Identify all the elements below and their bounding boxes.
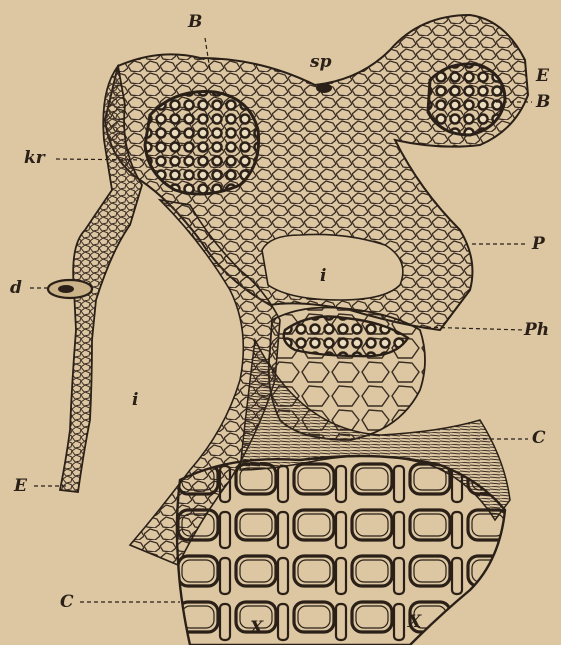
label-kr: kr (24, 150, 45, 167)
label-B-top: B (188, 14, 202, 31)
stoma (316, 83, 332, 93)
intercellular-space-center (262, 234, 403, 300)
label-E-right: E (536, 68, 549, 85)
label-d: d (10, 280, 22, 297)
label-E-left: E (14, 478, 27, 495)
label-i-left: i (132, 392, 138, 409)
bundle-left (145, 91, 259, 194)
label-i-center: i (320, 268, 326, 285)
label-B-right: B (536, 94, 550, 111)
label-C-right: C (532, 430, 546, 447)
label-X-right: X (408, 614, 421, 631)
label-Ph: Ph (524, 322, 549, 339)
label-sp: sp (310, 54, 331, 71)
bundle-right (428, 64, 505, 135)
label-P: P (532, 236, 545, 253)
label-C-left: C (60, 594, 74, 611)
label-X-left: X (250, 620, 263, 637)
